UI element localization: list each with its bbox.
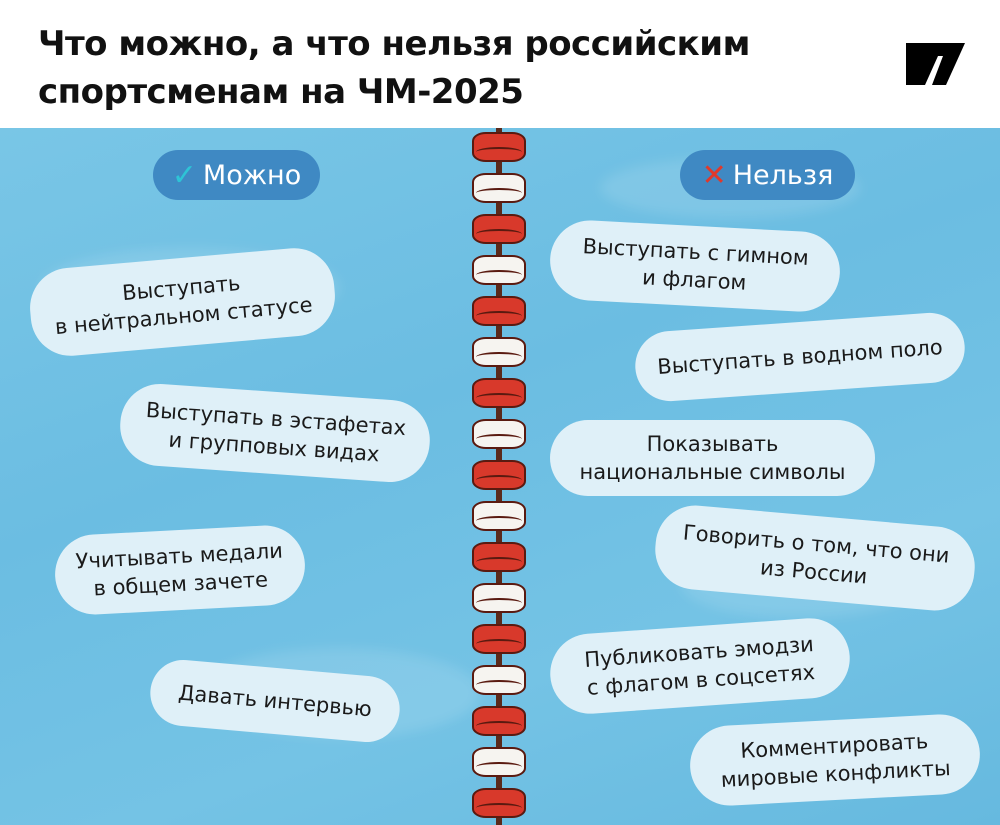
lane-float (472, 583, 526, 613)
lane-float (472, 378, 526, 408)
item-text: и флагом (641, 265, 747, 295)
lane-float (472, 624, 526, 654)
lane-float (472, 296, 526, 326)
allowed-label: Можно (202, 159, 302, 191)
lane-float (472, 501, 526, 531)
item-text: Выступать в водном поло (656, 335, 944, 379)
lane-float (472, 337, 526, 367)
lane-float (472, 542, 526, 572)
header: Что можно, а что нельзя российским спорт… (0, 0, 1000, 128)
lane-float (472, 747, 526, 777)
lane-float (472, 665, 526, 695)
forbidden-badge: ✕ Нельзя (680, 150, 855, 200)
item-text: национальные символы (579, 460, 846, 484)
cross-icon: ✕ (701, 157, 727, 193)
item-text: Давать интервью (177, 680, 373, 722)
page-title: Что можно, а что нельзя российским спорт… (38, 24, 750, 112)
check-icon: ✓ (171, 157, 197, 193)
lane-float (472, 214, 526, 244)
lane-float (472, 132, 526, 162)
lane-float (472, 706, 526, 736)
lane-float (472, 173, 526, 203)
allowed-badge: ✓ Можно (153, 150, 320, 200)
lane-float (472, 460, 526, 490)
forbidden-label: Нельзя (732, 159, 834, 191)
lane-float (472, 419, 526, 449)
forbidden-item: Показывать национальные символы (550, 420, 875, 496)
item-text: Показывать (646, 432, 779, 456)
logo-icon (906, 43, 965, 85)
lane-float (472, 255, 526, 285)
lane-float (472, 788, 526, 818)
